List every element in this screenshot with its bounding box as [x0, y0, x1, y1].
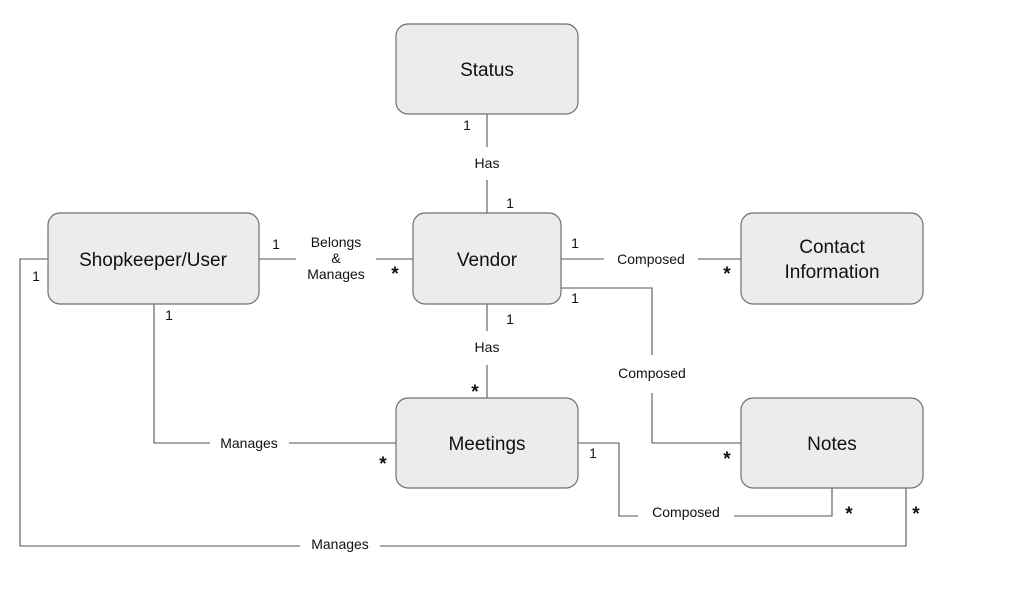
rel-label-status-vendor: Has [475, 155, 500, 171]
rel-label-shopkeeper-meetings: Manages [220, 435, 278, 451]
entity-notes-label: Notes [807, 434, 857, 455]
entity-contact-label-line-1: Contact [799, 237, 865, 258]
multiplicities: 1 1 1 * 1 * 1 * 1 * 1 * 1 * 1 * [32, 117, 920, 525]
rel-label-shopkeeper-vendor-line-1: Belongs [311, 234, 362, 250]
entity-shopkeeper-label: Shopkeeper/User [79, 250, 228, 271]
connector-shopkeeper-meetings-left [153, 304, 210, 444]
mult-shopkeeper-notes-shopkeeper-end: 1 [32, 268, 40, 284]
entity-contact-box [740, 212, 924, 305]
entity-notes[interactable]: Notes [740, 397, 924, 489]
rel-label-shopkeeper-notes: Manages [311, 536, 369, 552]
connectors [19, 114, 907, 547]
entity-vendor-box [412, 212, 562, 305]
entity-meetings[interactable]: Meetings [395, 397, 579, 489]
rel-label-vendor-contact: Composed [617, 251, 685, 267]
connector-meetings-notes-left [578, 442, 638, 517]
rel-label-shopkeeper-vendor-line-2: & [331, 250, 341, 266]
mult-vendor-meetings-vendor-end: 1 [506, 311, 514, 327]
rel-label-shopkeeper-vendor-line-3: Manages [307, 266, 365, 282]
entity-meetings-box [395, 397, 579, 489]
rel-label-vendor-notes: Composed [618, 365, 686, 381]
entity-notes-box [740, 397, 924, 489]
entity-shopkeeper-box [47, 212, 260, 305]
mult-status-vendor-vendor-end: 1 [506, 195, 514, 211]
mult-vendor-meetings-meetings-end: * [471, 382, 479, 403]
mult-status-vendor-status-end: 1 [463, 117, 471, 133]
relationship-labels: Has Belongs & Manages Composed Has Compo… [220, 155, 720, 552]
mult-shopkeeper-meetings-meetings-end: * [379, 454, 387, 475]
connector-shopkeeper-notes-right [380, 488, 907, 547]
entity-status-label: Status [460, 60, 514, 81]
mult-meetings-notes-meetings-end: 1 [589, 445, 597, 461]
mult-meetings-notes-notes-end: * [845, 504, 853, 525]
entity-vendor-label: Vendor [457, 250, 518, 271]
entity-status-box [395, 23, 579, 115]
mult-shopkeeper-meetings-shopkeeper-end: 1 [165, 307, 173, 323]
entity-meetings-label: Meetings [448, 434, 525, 455]
connector-shopkeeper-notes-left [19, 258, 300, 547]
mult-vendor-contact-contact-end: * [723, 264, 731, 285]
mult-shopkeeper-vendor-shopkeeper-end: 1 [272, 236, 280, 252]
entity-vendor[interactable]: Vendor [412, 212, 562, 305]
entity-contact-label-line-2: Information [784, 262, 879, 283]
mult-vendor-notes-vendor-end: 1 [571, 290, 579, 306]
connector-vendor-notes-lower [651, 393, 741, 444]
mult-shopkeeper-notes-notes-end: * [912, 504, 920, 525]
rel-label-meetings-notes: Composed [652, 504, 720, 520]
mult-vendor-contact-vendor-end: 1 [571, 235, 579, 251]
rel-label-vendor-meetings: Has [475, 339, 500, 355]
entity-contact-information[interactable]: Contact Information [740, 212, 924, 305]
entity-shopkeeper[interactable]: Shopkeeper/User [47, 212, 260, 305]
connector-vendor-notes-upper [561, 287, 653, 355]
connector-meetings-notes-right [734, 488, 833, 517]
entity-status[interactable]: Status [395, 23, 579, 115]
mult-shopkeeper-vendor-vendor-end: * [391, 264, 399, 285]
mult-vendor-notes-notes-end: * [723, 449, 731, 470]
